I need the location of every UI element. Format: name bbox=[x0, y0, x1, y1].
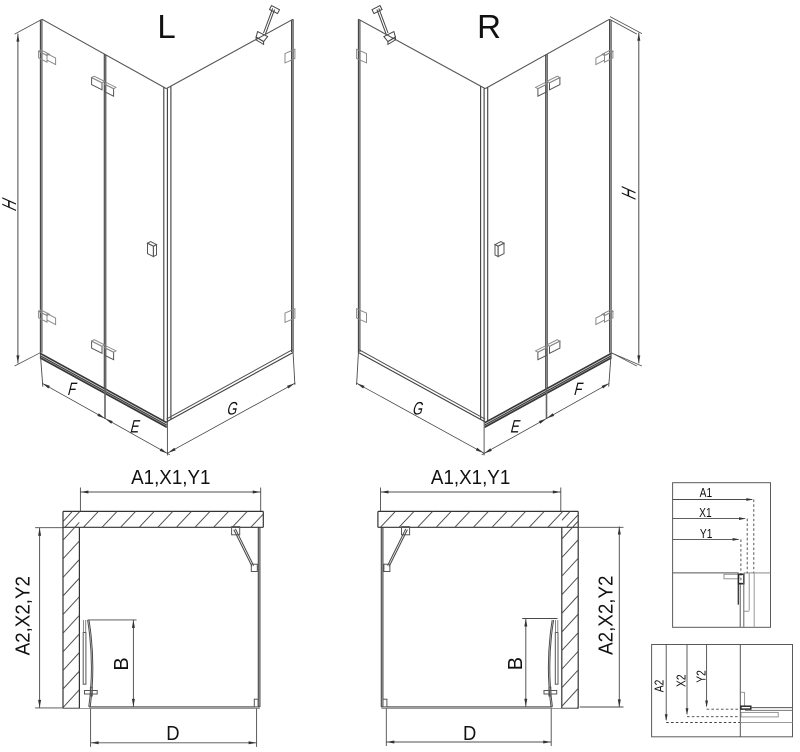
svg-text:H: H bbox=[618, 183, 640, 203]
svg-text:F: F bbox=[66, 380, 79, 399]
svg-text:G: G bbox=[411, 400, 426, 419]
svg-text:Y2: Y2 bbox=[696, 670, 709, 683]
svg-text:A1,X1,Y1: A1,X1,Y1 bbox=[131, 466, 210, 489]
svg-text:H: H bbox=[0, 194, 20, 214]
svg-text:R: R bbox=[477, 8, 501, 45]
svg-text:A2,X2,Y2: A2,X2,Y2 bbox=[595, 576, 618, 655]
svg-text:D: D bbox=[463, 723, 476, 745]
svg-text:E: E bbox=[128, 418, 141, 437]
svg-text:A1,X1,Y1: A1,X1,Y1 bbox=[431, 466, 510, 489]
svg-text:L: L bbox=[157, 8, 175, 45]
svg-text:F: F bbox=[572, 380, 585, 399]
svg-text:B: B bbox=[111, 657, 133, 670]
svg-text:A2: A2 bbox=[653, 680, 666, 693]
svg-text:B: B bbox=[505, 657, 527, 670]
svg-text:G: G bbox=[225, 400, 240, 419]
svg-text:X1: X1 bbox=[699, 507, 712, 520]
svg-text:A1: A1 bbox=[700, 487, 713, 500]
svg-text:X2: X2 bbox=[676, 674, 689, 687]
svg-text:E: E bbox=[509, 418, 522, 437]
svg-text:D: D bbox=[166, 724, 179, 746]
svg-text:A2,X2,Y2: A2,X2,Y2 bbox=[12, 576, 35, 655]
svg-text:Y1: Y1 bbox=[700, 528, 713, 541]
